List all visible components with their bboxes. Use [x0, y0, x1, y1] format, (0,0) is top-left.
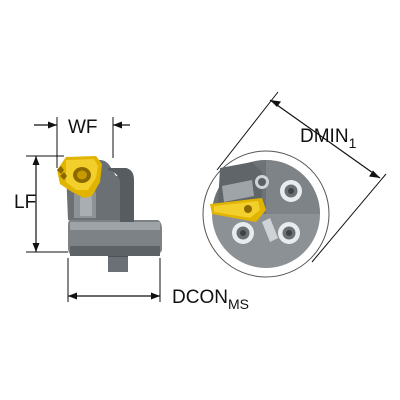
wf-dimension: WF [34, 117, 130, 168]
base-shade [70, 246, 160, 256]
bolt-hole-bottom-right [278, 222, 300, 244]
lf-label: LF [14, 192, 36, 213]
dmin-dimension: DMIN1 [216, 91, 387, 263]
dcon-label: DCONMS [172, 287, 249, 312]
side-view [57, 156, 162, 272]
head-side-face [108, 168, 134, 222]
clamp-face [222, 180, 254, 202]
bolt-hole-top-right [280, 180, 302, 202]
head-highlight-inner [80, 194, 92, 216]
front-view [202, 150, 330, 278]
insert-teeth [57, 166, 67, 180]
front-insert-screw [244, 205, 252, 213]
base-highlight [70, 222, 160, 230]
dmin-circle [202, 150, 330, 278]
slot [262, 218, 278, 242]
insert-hole-inner [77, 170, 87, 180]
bolt-hole-bottom-left [232, 222, 254, 244]
dmin-label: DMIN1 [300, 126, 357, 151]
clamp-screw-inner [258, 178, 266, 186]
dcon-dimension: DCONMS [67, 258, 249, 312]
lf-dimension: LF [14, 155, 68, 253]
wf-label: WF [68, 117, 98, 138]
